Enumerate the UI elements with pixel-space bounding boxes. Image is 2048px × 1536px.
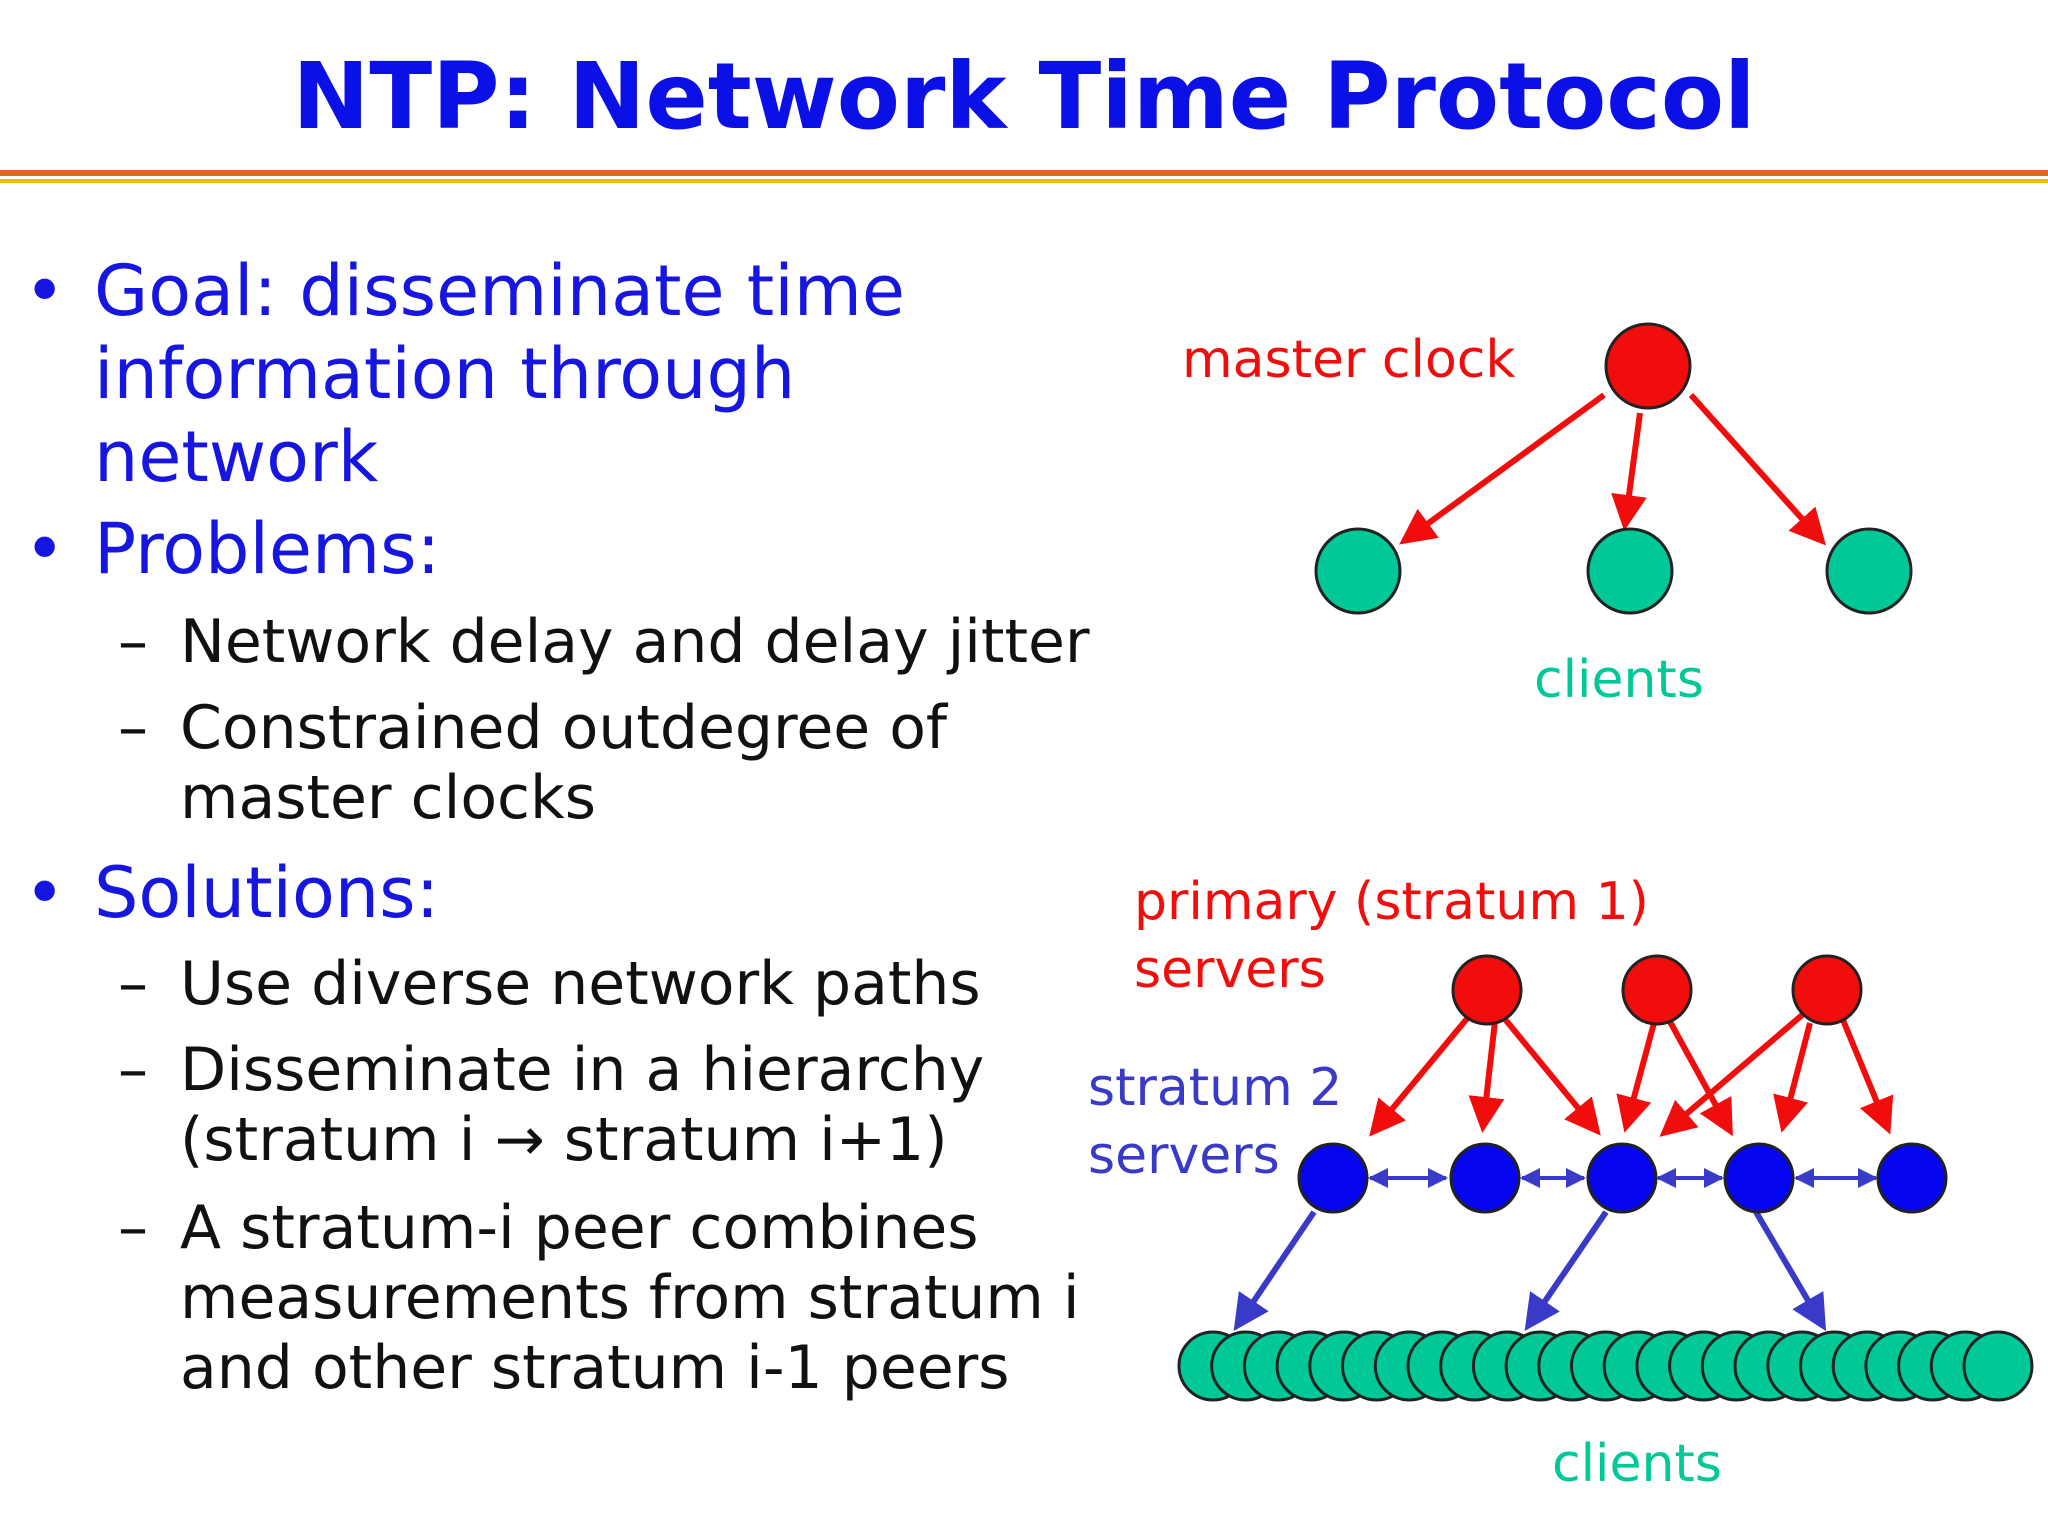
stratum2-servers-label-line-1: stratum 2 (1088, 1058, 1343, 1118)
primary-server-nodes (1451, 954, 1863, 1026)
stratum2-server-node (1723, 1142, 1795, 1214)
solutions-item-1-line-1: Use diverse network paths (180, 949, 981, 1019)
problems-item-2-line-1: Constrained outdegree of (180, 693, 948, 763)
problems-item-2-line-2: master clocks (180, 763, 597, 833)
stratum2-server-node (1297, 1142, 1369, 1214)
dash-icon: – (118, 949, 148, 1019)
top-clients-label: clients (1534, 650, 1704, 710)
bullet-goal-line-2: information through (94, 333, 796, 415)
arrow-master-to-client-3 (1688, 392, 1827, 546)
bottom-client-node (1962, 1330, 2034, 1402)
stratum2-server-node (1876, 1142, 1948, 1214)
bullet-goal-line-3: network (94, 416, 379, 498)
top-diagram-arrows (1399, 392, 1827, 546)
dash-icon: – (118, 607, 148, 677)
stratum2-servers-label-line-2: servers (1088, 1126, 1280, 1186)
primary-server-node (1451, 954, 1523, 1026)
stratum2-server-node (1449, 1142, 1521, 1214)
solutions-item-3-line-2: measurements from stratum i (180, 1263, 1080, 1333)
top-client-node (1314, 527, 1402, 615)
dash-icon: – (118, 693, 148, 763)
primary-servers-label-line-1: primary (stratum 1) (1134, 872, 1649, 932)
top-client-node (1586, 527, 1674, 615)
primary-to-stratum2-arrows (1369, 1007, 1894, 1137)
master-clock-label: master clock (1182, 330, 1516, 390)
dash-icon: – (118, 1035, 148, 1105)
solutions-item-3-line-1: A stratum-i peer combines (180, 1193, 979, 1263)
title-rule-orange (0, 170, 2048, 176)
solutions-item-2-line-2: (stratum i → stratum i+1) (180, 1105, 948, 1175)
bottom-clients-label: clients (1552, 1434, 1722, 1494)
top-diagram-nodes (1314, 322, 1913, 615)
title-rule-yellow (0, 179, 2048, 183)
primary-server-node (1621, 954, 1693, 1026)
bullet-goal-line-1: Goal: disseminate time (94, 250, 905, 332)
primary-servers-label-line-2: servers (1134, 940, 1326, 1000)
solutions-item-3-line-3: and other stratum i-1 peers (180, 1333, 1010, 1403)
bullet-solutions-label: Solutions: (94, 852, 440, 934)
stratum2-server-nodes (1297, 1142, 1948, 1214)
master-clock-node (1604, 322, 1692, 410)
slide-title: NTP: Network Time Protocol (292, 43, 1756, 150)
arrow-master-to-client-1 (1399, 392, 1606, 545)
top-client-node (1825, 527, 1913, 615)
bullet-icon: • (24, 250, 66, 332)
primary-server-node (1791, 954, 1863, 1026)
bullet-problems-label: Problems: (94, 508, 441, 590)
stratum2-to-clients-arrows (1233, 1210, 1827, 1332)
stratum2-server-node (1586, 1142, 1658, 1214)
dash-icon: – (118, 1193, 148, 1263)
problems-item-1-line-1: Network delay and delay jitter (180, 607, 1090, 677)
bullet-icon: • (24, 852, 66, 934)
bullet-icon: • (24, 508, 66, 590)
bottom-client-nodes (1177, 1330, 2034, 1402)
arrow-master-to-client-2 (1611, 412, 1647, 531)
solutions-item-2-line-1: Disseminate in a hierarchy (180, 1035, 985, 1105)
